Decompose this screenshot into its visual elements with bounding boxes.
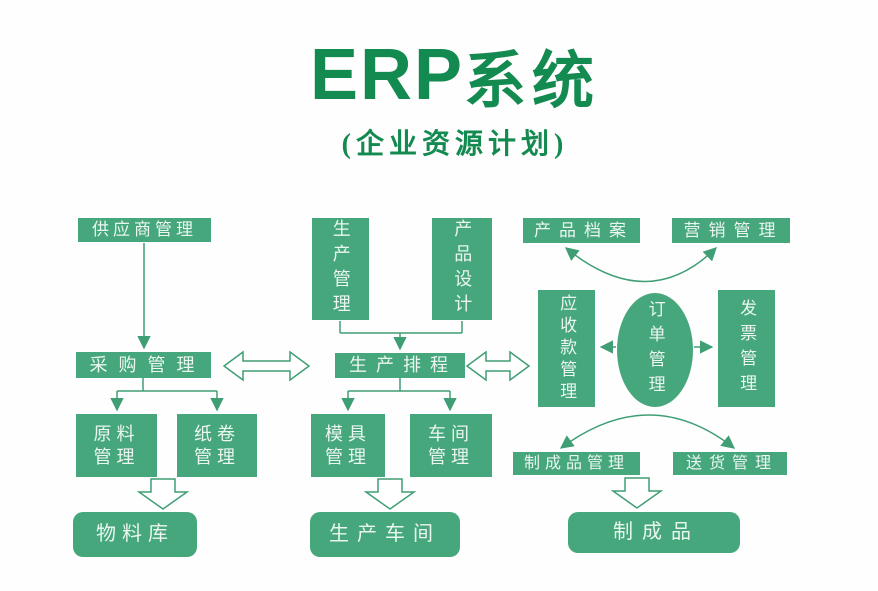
- node-label: 生产车间: [329, 523, 441, 545]
- block-arrow-to-production-workshop: [363, 478, 417, 510]
- node-label: 发票管理: [737, 298, 757, 399]
- node-label: 产品设计: [452, 219, 473, 319]
- node-label: 应收款管理: [557, 293, 577, 404]
- node-label-line1: 纸卷: [194, 424, 240, 444]
- block-arrow-to-finished-goods: [610, 477, 664, 509]
- node-order-management: 订单管理: [617, 293, 693, 407]
- title-cjk: 系统: [464, 48, 601, 116]
- node-label: 制成品: [613, 521, 700, 543]
- page-subtitle: (企业资源计划): [341, 129, 569, 160]
- node-label-line1: 模具: [325, 424, 371, 444]
- node-label: 物料库: [96, 523, 174, 545]
- node-production-workshop: 生产车间: [310, 512, 460, 557]
- node-label: 送货管理: [685, 454, 778, 472]
- node-label: 生产管理: [330, 219, 351, 319]
- title-latin: ERP: [309, 35, 465, 115]
- node-label: 采购管理: [89, 354, 206, 375]
- arrow-purchasing-fork: [110, 378, 224, 412]
- node-label-line2: 管理: [428, 446, 474, 467]
- node-finished-goods: 制成品: [568, 512, 740, 553]
- arrow-schedule-fork: [341, 378, 457, 412]
- node-workshop-management: 车间 管理: [410, 414, 492, 477]
- node-label: 生产排程: [349, 355, 457, 376]
- node-mold-management: 模具 管理: [311, 414, 385, 477]
- node-finished-goods-management: 制成品管理: [513, 452, 640, 475]
- node-label-line1: 原料: [93, 424, 140, 444]
- node-label-line1: 车间: [428, 424, 474, 444]
- node-label: 产品档案: [534, 220, 634, 240]
- arrow-production-join: [339, 321, 463, 351]
- node-raw-material-management: 原料 管理: [76, 414, 157, 477]
- double-arrow-schedule-receivables: [465, 350, 531, 382]
- node-label: 营销管理: [683, 220, 784, 240]
- block-arrow-to-material-store: [136, 478, 190, 510]
- node-delivery-management: 送货管理: [673, 452, 787, 475]
- node-label-line2: 管理: [325, 446, 371, 467]
- node-product-design: 产品设计: [432, 218, 492, 320]
- node-label-line2: 管理: [93, 446, 140, 467]
- node-material-warehouse: 物料库: [73, 512, 197, 557]
- node-label-line2: 管理: [194, 446, 240, 467]
- node-paper-roll-management: 纸卷 管理: [177, 414, 257, 477]
- node-label: 制成品管理: [523, 454, 629, 472]
- node-production-management: 生产管理: [312, 218, 369, 320]
- page-title: ERP系统: [16, 30, 878, 120]
- node-label: 订单管理: [645, 300, 665, 400]
- node-product-archive: 产品档案: [523, 218, 640, 243]
- node-purchasing-management: 采购管理: [76, 352, 211, 378]
- arc-order-to-archive-marketing: [564, 247, 717, 283]
- node-invoice-management: 发票管理: [718, 290, 775, 407]
- double-arrow-purchasing-schedule: [222, 350, 311, 382]
- arc-order-to-finished-delivery: [559, 414, 736, 449]
- node-supplier-management: 供应商管理: [78, 218, 211, 242]
- node-production-scheduling: 生产排程: [335, 353, 465, 378]
- node-label: 供应商管理: [92, 220, 197, 240]
- node-marketing-management: 营销管理: [672, 218, 790, 243]
- node-receivables-management: 应收款管理: [538, 290, 595, 407]
